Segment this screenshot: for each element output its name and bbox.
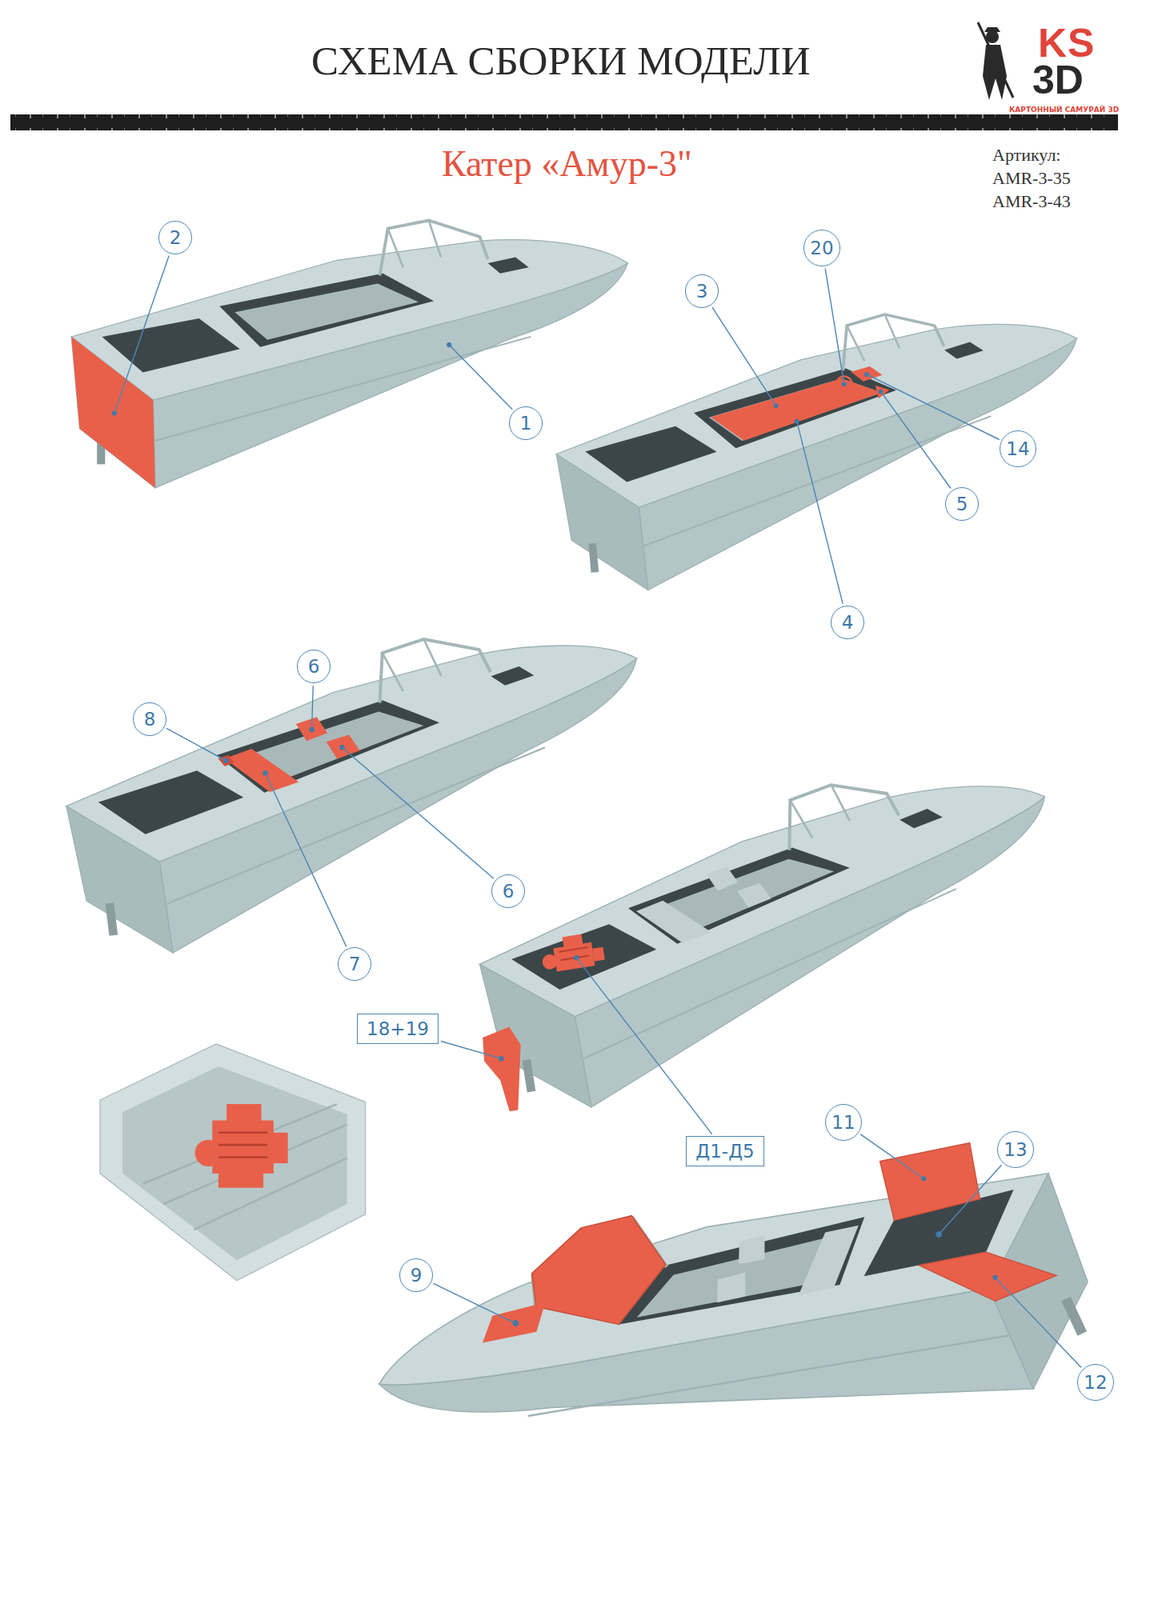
article-code: AMR-3-43 (992, 191, 1071, 213)
logo-caption: КАРТОННЫЙ САМУРАЙ 3D (1009, 105, 1119, 114)
callout-text: 9 (410, 1265, 423, 1287)
leader-line (312, 685, 314, 730)
callout-number: 20 (803, 229, 841, 267)
callout-number: 5 (945, 487, 979, 521)
callout-text: 18+19 (366, 1018, 429, 1040)
leader-line (114, 256, 169, 414)
callout-text: 13 (1003, 1139, 1027, 1161)
article-heading: Артикул: (992, 144, 1062, 166)
logo-letters: 3D (1032, 56, 1084, 104)
callout-number: 6 (491, 874, 525, 909)
leader-line (712, 307, 777, 406)
leader-line (938, 1165, 1002, 1235)
callout-number: 13 (997, 1131, 1034, 1169)
callout-text: 2 (169, 227, 182, 249)
leader-line (341, 747, 494, 879)
leader-line (576, 957, 712, 1135)
callout-text: 7 (348, 953, 361, 975)
leader-line (166, 728, 226, 761)
leader-line (448, 344, 513, 410)
page-title: СХЕМА СБОРКИ МОДЕЛИ (311, 37, 811, 85)
leader-line (995, 1278, 1082, 1368)
callout-box: Д1-Д5 (685, 1136, 765, 1167)
callout-text: 4 (841, 612, 854, 634)
leader-line (860, 1134, 924, 1179)
callout-number: 9 (399, 1258, 433, 1293)
callout-number: 11 (825, 1104, 862, 1142)
callout-number: 12 (1077, 1364, 1114, 1402)
callout-text: 11 (831, 1112, 855, 1134)
callout-text: 3 (696, 280, 709, 302)
callout-text: 14 (1005, 438, 1030, 460)
callout-number: 8 (132, 702, 167, 737)
leader-line (881, 392, 951, 489)
callout-text: 20 (809, 237, 834, 259)
callout-text: 1 (520, 412, 533, 434)
callout-text: 6 (308, 656, 321, 678)
leader-line (825, 268, 845, 385)
leader-line (797, 421, 843, 605)
callout-number: 1 (508, 406, 543, 441)
callout-text: 8 (144, 709, 157, 730)
model-name: Катер «Амур-3" (441, 142, 693, 185)
callout-text: Д1-Д5 (695, 1141, 755, 1163)
callout-box: 18+19 (356, 1013, 439, 1045)
callout-number: 6 (296, 649, 331, 684)
callout-number: 14 (999, 430, 1037, 468)
callout-text: 12 (1083, 1372, 1107, 1394)
callout-number: 4 (830, 605, 865, 640)
article-code: AMR-3-35 (992, 168, 1071, 189)
leader-line (265, 773, 347, 947)
callout-number: 3 (685, 274, 719, 309)
callout-number: 2 (158, 220, 193, 255)
leader-line (440, 1041, 501, 1060)
callout-text: 5 (956, 493, 969, 515)
leader-line (433, 1283, 517, 1324)
callout-text: 6 (502, 881, 515, 902)
leader-line (866, 374, 1000, 441)
callout-number: 7 (337, 947, 372, 982)
